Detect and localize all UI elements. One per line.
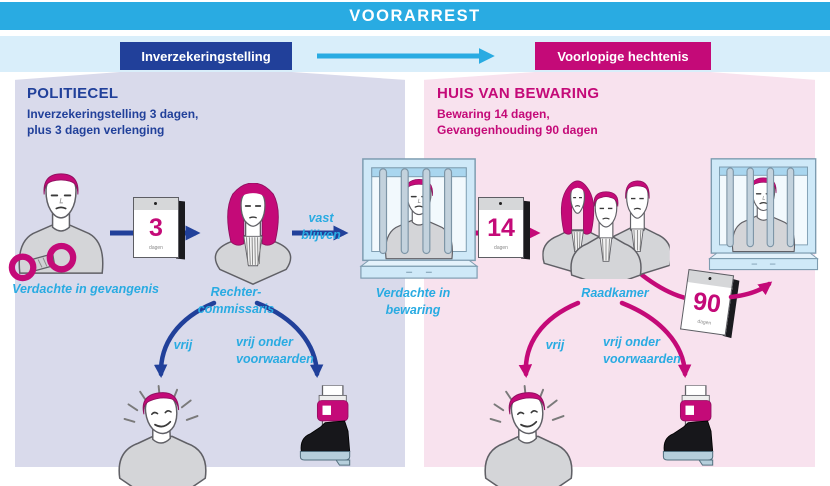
label-voorwaarden-left-2: voorwaarden — [236, 352, 314, 366]
title-banner: VOORARREST — [0, 2, 830, 30]
window-bars-left-figure — [355, 157, 483, 285]
calendar-hole — [499, 202, 502, 205]
calendar-caption: dagen — [149, 245, 163, 251]
window-bars-icon — [709, 159, 817, 270]
label-voorwaarden-right: vrij onder voorwaarden — [603, 334, 698, 368]
calendar-14-icon: 14 dagen — [478, 197, 530, 260]
politiecel-line1: Inverzekeringstelling 3 dagen, — [27, 107, 199, 121]
politiecel-line2: plus 3 dagen verlenging — [27, 123, 165, 137]
calendar-hole — [708, 276, 712, 281]
calendar-face: 3 dagen — [133, 210, 179, 258]
ankle-monitor-icon — [300, 385, 349, 465]
stage-right-label: Voorlopige hechtenis — [557, 48, 689, 64]
ankle-monitor-left-figure — [297, 385, 365, 467]
handcuffs-icon — [8, 240, 78, 285]
bewaring-line1: Bewaring 14 dagen, — [437, 107, 550, 121]
window-bars-right-figure — [704, 157, 823, 276]
label-voorwaarden-left-1: vrij onder — [236, 335, 293, 349]
label-rechter-commissaris: Rechter-commissaris — [197, 285, 275, 316]
calendar-caption: dagen — [494, 245, 508, 251]
happy-person-icon — [485, 386, 572, 486]
label-vast-blijven: vast blijven — [301, 211, 341, 242]
calendar-3-icon: 3 dagen — [133, 197, 185, 260]
stage-left-label: Inverzekeringstelling — [141, 48, 271, 64]
raadkamer-icon — [543, 181, 670, 279]
politiecel-title: POLITIECEL — [27, 85, 119, 102]
judge-icon — [215, 183, 290, 284]
calendar-face: 14 dagen — [478, 210, 524, 258]
bewaring-line2: Gevangenhouding 90 dagen — [437, 123, 598, 137]
raadkamer-figure — [542, 177, 670, 279]
label-voorwaarden-right-1: vrij onder — [603, 335, 660, 349]
ankle-monitor-icon — [663, 385, 712, 465]
ankle-monitor-right-figure — [660, 385, 728, 467]
label-raadkamer: Raadkamer — [581, 286, 649, 300]
calendar-90-icon: 90 dagen — [680, 268, 740, 339]
rechter-commissaris-figure — [207, 183, 299, 286]
free-person-right-figure — [472, 383, 585, 486]
page-title: VOORARREST — [349, 6, 481, 25]
bewaring-title: HUIS VAN BEWARING — [437, 85, 600, 102]
calendar-days-90: 90 — [691, 287, 723, 319]
stage-voorlopige-hechtenis: Voorlopige hechtenis — [535, 42, 711, 70]
calendar-days-3: 3 — [149, 214, 163, 242]
label-vrij-left: vrij — [173, 338, 193, 352]
calendar-days-14: 14 — [487, 214, 515, 242]
label-voorwaarden-left: vrij onder voorwaarden — [236, 334, 331, 368]
window-bars-icon — [361, 159, 477, 278]
free-person-left-figure — [106, 383, 219, 486]
label-vrij-right: vrij — [545, 338, 565, 352]
stage-inverzekeringstelling: Inverzekeringstelling — [120, 42, 292, 70]
happy-person-icon — [119, 386, 206, 486]
label-verdachte-bewaring: Verdachte in bewaring — [375, 286, 451, 317]
calendar-face: 90 dagen — [680, 281, 733, 336]
calendar-hole — [154, 202, 157, 205]
label-verdachte-gevangenis: Verdachte in gevangenis — [12, 282, 159, 296]
label-voorwaarden-right-2: voorwaarden — [603, 352, 681, 366]
